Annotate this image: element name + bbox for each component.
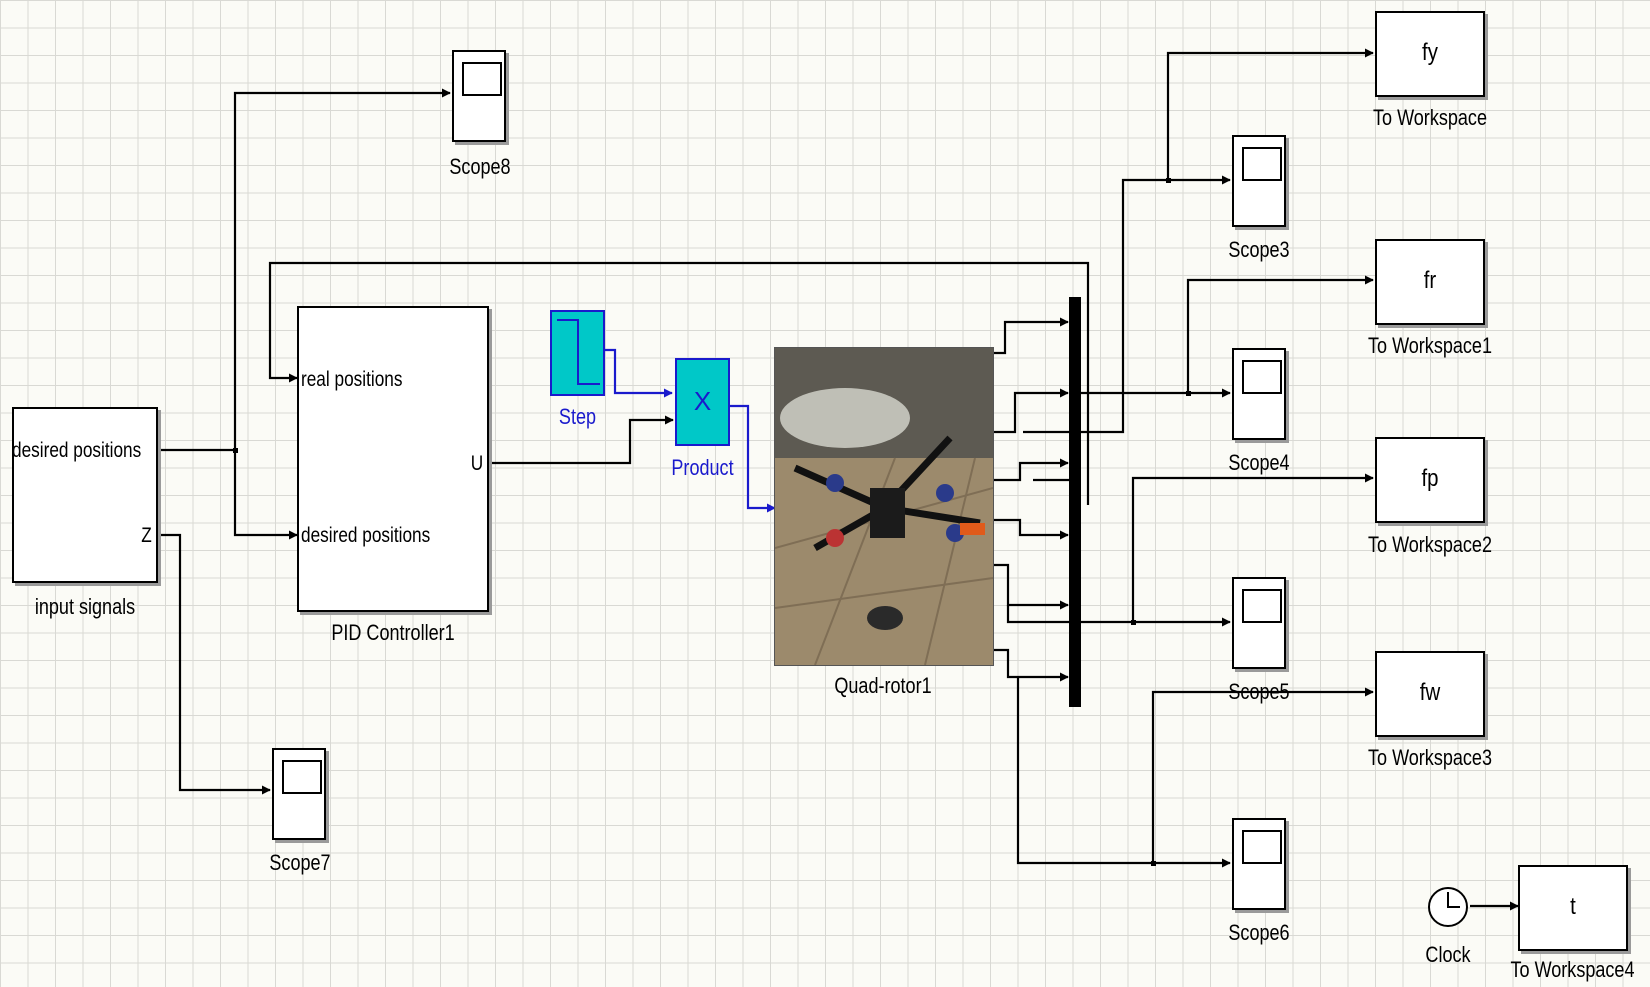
to-workspace-fr-block[interactable]: fr [1375,239,1485,325]
quad-rotor-label: Quad-rotor1 [822,673,945,699]
wire-quad-out2 [993,393,1068,432]
workspace-var-fw: fw [1385,679,1475,707]
scope4-screen-icon [1242,360,1282,394]
to-workspace3-label: To Workspace3 [1364,745,1495,771]
scope8-screen-icon [462,62,502,96]
to-workspace-fy-block[interactable]: fy [1375,11,1485,97]
clock-icon[interactable] [1426,878,1470,936]
step-block[interactable] [550,310,605,396]
port-real-positions: real positions [301,368,402,392]
scope3-screen-icon [1242,147,1282,181]
port-u: U [471,452,483,476]
wire-step-to-product [605,350,672,393]
scope8-block[interactable] [452,50,506,142]
scope3-block[interactable] [1232,135,1286,227]
wire-to-scope5 [1008,605,1230,622]
workspace-var-fr: fr [1385,267,1475,295]
scope7-label: Scope7 [259,850,341,876]
port-desired-positions: desired positions [12,439,141,463]
input-signals-block[interactable]: desired positions Z [12,407,158,583]
to-workspace1-label: To Workspace1 [1364,333,1495,359]
port-desired-positions-in: desired positions [301,524,430,548]
product-symbol: X [677,386,728,417]
scope4-label: Scope4 [1218,450,1300,476]
scope7-block[interactable] [272,748,326,840]
step-icon [552,312,603,394]
wire-quad-out1 [993,322,1068,353]
scope4-block[interactable] [1232,348,1286,440]
scope5-screen-icon [1242,589,1282,623]
to-workspace-fp-block[interactable]: fp [1375,437,1485,523]
wire-quad-out4 [993,520,1068,535]
wire-to-scope3 [1023,180,1230,432]
workspace-var-t: t [1528,893,1618,921]
pid-controller-label: PID Controller1 [319,620,467,646]
workspace-var-fp: fp [1385,465,1475,493]
workspace-var-fy: fy [1385,39,1475,67]
scope8-label: Scope8 [439,154,521,180]
to-workspace2-label: To Workspace2 [1364,532,1495,558]
quadrotor-image [775,348,993,665]
quad-rotor-block[interactable] [774,347,994,666]
scope5-block[interactable] [1232,577,1286,669]
input-signals-label: input signals [19,594,150,620]
wire-z-to-scope7 [158,535,270,790]
product-label: Product [664,455,742,481]
to-workspace-fw-block[interactable]: fw [1375,651,1485,737]
wire-quad-out6 [993,650,1068,677]
scope6-screen-icon [1242,830,1282,864]
scope7-screen-icon [282,760,322,794]
to-workspace-label: To Workspace [1364,105,1495,131]
product-block[interactable]: X [675,358,730,446]
mux-bar [1069,297,1081,707]
to-workspace4-label: To Workspace4 [1511,957,1634,983]
wire-to-scope6 [1018,677,1230,863]
port-z: Z [141,524,152,548]
scope6-label: Scope6 [1218,920,1300,946]
wire-to-scope4 [1033,393,1230,480]
wire-quad-out3 [993,463,1068,480]
clock-label: Clock [1419,942,1476,968]
wire-quad-out5 [993,565,1068,605]
scope3-label: Scope3 [1218,237,1300,263]
pid-controller-block[interactable]: real positions desired positions U [297,306,489,612]
scope5-label: Scope5 [1218,679,1300,705]
scope6-block[interactable] [1232,818,1286,910]
wire-desired-to-pid [235,450,297,535]
step-label: Step [547,404,609,430]
to-workspace-t-block[interactable]: t [1518,865,1628,951]
